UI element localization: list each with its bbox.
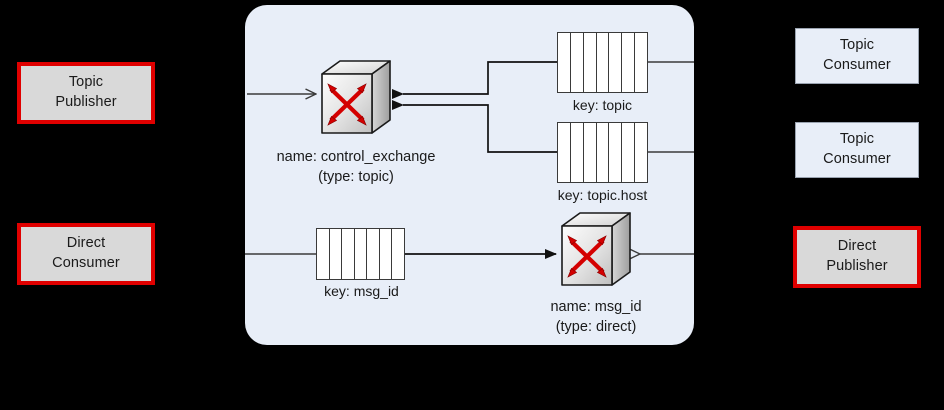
queue-segment xyxy=(609,123,623,182)
queue-segment xyxy=(392,229,404,279)
queue-segment xyxy=(317,229,330,279)
actor-topic-consumer-2-line1: Topic xyxy=(839,131,875,148)
exchange-control-exchange-name: name: control_exchange xyxy=(276,149,436,165)
queue-segment xyxy=(330,229,343,279)
exchange-msg-id[interactable] xyxy=(554,210,638,294)
actor-topic-consumer-1-line2: Consumer xyxy=(823,57,891,73)
actor-topic-consumer-2-line2: Consumer xyxy=(823,151,891,167)
queue-segment xyxy=(355,229,368,279)
actor-topic-consumer-2-text: Topic Consumer xyxy=(823,130,891,169)
exchange-switch-icon xyxy=(561,212,631,286)
queue-segment xyxy=(622,123,636,182)
actor-topic-consumer-1-text: Topic Consumer xyxy=(823,36,891,75)
queue-topic-host[interactable] xyxy=(557,122,648,183)
queue-segment xyxy=(367,229,380,279)
queue-segment xyxy=(342,229,355,279)
actor-direct-consumer-line1: Direct xyxy=(66,235,106,252)
actor-direct-consumer-text: Direct Consumer xyxy=(52,234,120,273)
exchange-control-exchange-label: name: control_exchange (type: topic) xyxy=(236,148,476,187)
queue-segment xyxy=(558,33,571,92)
actor-topic-consumer-2[interactable]: Topic Consumer xyxy=(795,122,919,178)
exchange-switch-icon xyxy=(321,60,391,134)
queue-segment xyxy=(571,33,584,92)
actor-topic-publisher[interactable]: Topic Publisher xyxy=(17,62,155,124)
exchange-control-exchange[interactable] xyxy=(314,58,398,142)
actor-direct-consumer-line2: Consumer xyxy=(52,255,120,271)
actor-direct-publisher[interactable]: Direct Publisher xyxy=(793,226,921,288)
actor-direct-publisher-text: Direct Publisher xyxy=(826,237,887,276)
queue-segment xyxy=(597,33,610,92)
queue-segment xyxy=(380,229,393,279)
queue-segment xyxy=(622,33,636,92)
queue-segment xyxy=(558,123,571,182)
actor-direct-publisher-line2: Publisher xyxy=(826,258,888,274)
queue-segment xyxy=(597,123,610,182)
actor-topic-publisher-line1: Topic xyxy=(68,74,104,91)
queue-topic-label: key: topic xyxy=(572,97,633,113)
queue-msg-id[interactable] xyxy=(316,228,405,280)
actor-topic-consumer-1[interactable]: Topic Consumer xyxy=(795,28,919,84)
queue-segment xyxy=(635,123,647,182)
queue-segment xyxy=(584,33,597,92)
actor-direct-publisher-line1: Direct xyxy=(837,238,877,255)
exchange-control-exchange-type: (type: topic) xyxy=(318,168,394,185)
queue-segment xyxy=(609,33,623,92)
queue-topic[interactable] xyxy=(557,32,648,93)
actor-topic-publisher-line2: Publisher xyxy=(55,94,117,110)
actor-direct-consumer[interactable]: Direct Consumer xyxy=(17,223,155,285)
queue-topic-host-label: key: topic.host xyxy=(557,187,648,203)
exchange-msg-id-label: name: msg_id (type: direct) xyxy=(476,298,716,337)
actor-topic-publisher-text: Topic Publisher xyxy=(55,73,116,112)
exchange-msg-id-type: (type: direct) xyxy=(555,318,637,335)
queue-segment xyxy=(571,123,584,182)
queue-msg-id-label: key: msg_id xyxy=(324,283,399,299)
queue-segment xyxy=(635,33,647,92)
actor-topic-consumer-1-line1: Topic xyxy=(839,37,875,54)
exchange-msg-id-name: name: msg_id xyxy=(550,299,642,315)
queue-segment xyxy=(584,123,597,182)
